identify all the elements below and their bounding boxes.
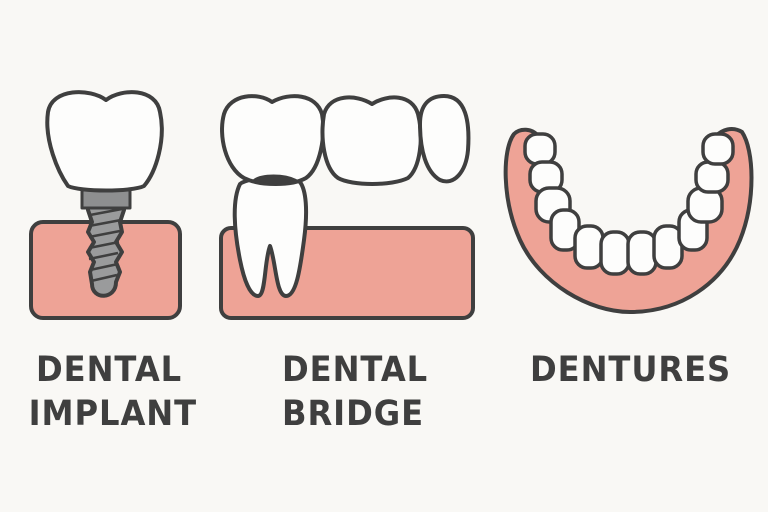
label-dentures: DENTURES xyxy=(530,348,731,392)
label-line-1: DENTAL xyxy=(36,350,183,390)
label-line-2: BRIDGE xyxy=(282,394,424,434)
dentures-icon xyxy=(503,127,754,314)
label-line-1: DENTURES xyxy=(530,350,732,390)
dental-bridge-icon xyxy=(219,94,475,320)
label-dental-implant: DENTAL IMPLANT xyxy=(29,348,197,436)
label-line-1: DENTAL xyxy=(282,350,429,390)
dental-implant-icon xyxy=(29,90,182,320)
label-dental-bridge: DENTAL BRIDGE xyxy=(282,348,428,436)
label-line-2: IMPLANT xyxy=(28,394,198,434)
